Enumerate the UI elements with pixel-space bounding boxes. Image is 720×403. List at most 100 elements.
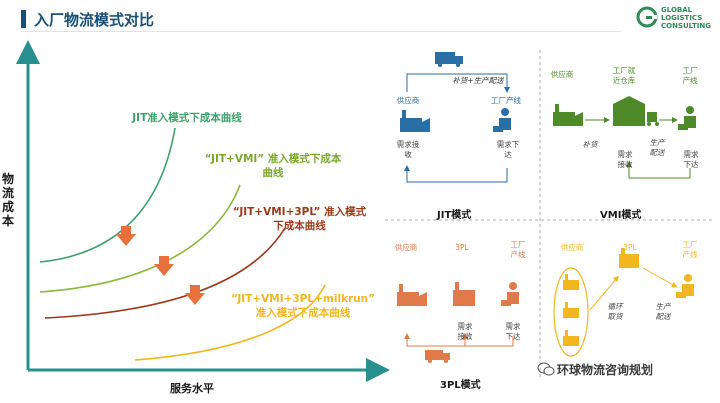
milkrun-line-label: 工厂 产线: [678, 240, 702, 260]
text-line: 工厂: [682, 66, 698, 75]
text-line: 需求接: [396, 140, 420, 149]
factory-icon: [563, 330, 579, 346]
vmi-line-label: 工厂 产线: [678, 66, 702, 86]
text-line: 下达: [683, 160, 699, 169]
curve-label-line: 下成本曲线: [273, 220, 326, 232]
supplier-cluster-outline: [553, 267, 589, 357]
logo-line: GLOBAL: [661, 6, 693, 14]
mode-quadrants: [385, 50, 715, 380]
text-line: 需求: [683, 150, 699, 159]
warehouse-icon: [619, 248, 639, 268]
text-line: 取货: [607, 312, 623, 321]
milkrun-3pl-label: 3PL: [623, 243, 637, 252]
vmi-demand-issue: 需求 下达: [678, 150, 704, 170]
curve-label-line: “JIT+VMI” 准入模式下成本: [204, 153, 342, 165]
text-line: 产线: [682, 76, 698, 85]
logo-line: LOGISTICS: [661, 14, 703, 22]
truck-icon: [425, 350, 450, 363]
title-divider: [21, 31, 621, 32]
text-line: 需求下: [496, 140, 520, 149]
page-title: 入厂物流模式对比: [34, 11, 155, 29]
jit-demand-issue: 需求下 达: [494, 140, 522, 160]
text-line: 需求: [617, 150, 633, 159]
curve-label-line: 准入模式下成本曲线: [255, 307, 351, 319]
factory-icon: [553, 104, 583, 126]
worker-icon: [493, 108, 511, 132]
logo-line: CONSULTING: [661, 22, 711, 30]
warehouse-icon: [453, 282, 475, 306]
x-axis-label: 服务水平: [170, 382, 214, 395]
vmi-mode-title: VMI模式: [600, 210, 642, 221]
curve-milkrun: [134, 284, 326, 361]
factory-icon: [563, 302, 579, 318]
jit-top-flow-label: 补货+生产配送: [452, 76, 504, 85]
vmi-warehouse-label: 工厂就 近仓库: [606, 66, 642, 86]
tpl-mode-title: 3PL模式: [440, 380, 481, 391]
curve-label-jit: JIT准入模式下成本曲线: [112, 111, 262, 125]
tpl-supplier-label: 供应商: [394, 243, 418, 252]
cost-curve-diagram: [16, 40, 390, 382]
jit-demand-arrow: [404, 165, 508, 183]
worker-icon: [678, 106, 696, 130]
jit-mode-title: JIT模式: [437, 210, 472, 221]
text-line: 收: [404, 150, 412, 159]
jit-demand-receive: 需求接 收: [394, 140, 422, 160]
curve-label-milkrun: “JIT+VMI+3PL+milkrun” 准入模式下成本曲线: [228, 292, 378, 320]
factory-icon: [397, 284, 427, 306]
text-line: 工厂: [510, 240, 526, 249]
text-line: 下达: [505, 332, 521, 341]
worker-icon: [501, 282, 519, 306]
text-line: 接收: [617, 160, 633, 169]
curve-label-line: JIT准入模式下成本曲线: [132, 112, 242, 124]
tpl-line-label: 工厂 产线: [506, 240, 530, 260]
jit-line-label: 工厂产线: [491, 96, 521, 105]
y-axis-label: 物流成本: [2, 172, 15, 228]
curve-label-line: “JIT+VMI+3PL+milkrun”: [230, 293, 376, 305]
milkrun-cycle-pickup: 循环 取货: [602, 302, 628, 322]
text-line: 产线: [510, 250, 526, 259]
text-line: 工厂: [682, 240, 698, 249]
milkrun-supplier-label: 供应商: [560, 243, 584, 252]
text-line: 生产: [655, 302, 671, 311]
jit-supplier-label: 供应商: [396, 96, 420, 105]
vmi-demand-receive: 需求 接收: [612, 150, 638, 170]
text-line: 近仓库: [612, 76, 636, 85]
curve-label-line: “JIT+VMI+3PL” 准入模式: [232, 206, 367, 218]
vmi-supplier-label: 供应商: [550, 70, 574, 79]
consulting-logo-icon: [636, 6, 658, 28]
text-line: 需求: [457, 322, 473, 331]
text-line: 产线: [682, 250, 698, 259]
text-line: 需求: [505, 322, 521, 331]
logo-text: GLOBAL LOGISTICS CONSULTING: [661, 6, 711, 30]
jit-top-flow-arrow: [406, 73, 510, 93]
curve-label-jit-vmi-3pl: “JIT+VMI+3PL” 准入模式 下成本曲线: [212, 205, 387, 233]
text-line: 达: [504, 150, 512, 159]
text-line: 生产: [649, 138, 665, 147]
curve-jit: [39, 127, 176, 263]
forklift-icon: [647, 112, 659, 126]
truck-icon: [435, 52, 463, 67]
warehouse-icon: [613, 96, 645, 126]
vmi-demand-arrow: [626, 161, 691, 179]
curve-jit-vmi: [39, 184, 241, 293]
tpl-demand-receive: 需求 接收: [452, 322, 478, 342]
down-arrow-icon: [154, 256, 174, 276]
text-line: 配送: [655, 312, 671, 321]
text-line: 接收: [457, 332, 473, 341]
tpl-3pl-label: 3PL: [455, 243, 469, 252]
vmi-replenish-label: 补货: [582, 140, 598, 149]
curve-label-jit-vmi: “JIT+VMI” 准入模式下成本 曲线: [188, 152, 358, 180]
milkrun-pickup-arrow: [589, 275, 619, 311]
worker-icon: [676, 274, 694, 298]
tpl-receive-arrow: [404, 333, 466, 347]
text-line: 配送: [649, 148, 665, 157]
down-arrow-icon: [116, 226, 136, 246]
factory-icon: [400, 110, 430, 132]
vmi-production-delivery: 生产 配送: [644, 138, 670, 158]
wechat-icon: [537, 362, 555, 376]
watermark-text: 环球物流咨询规划: [557, 363, 654, 377]
down-arrow-icon: [185, 285, 205, 305]
text-line: 循环: [607, 302, 623, 311]
text-line: 工厂就: [612, 66, 636, 75]
curve-label-line: 曲线: [262, 167, 284, 179]
